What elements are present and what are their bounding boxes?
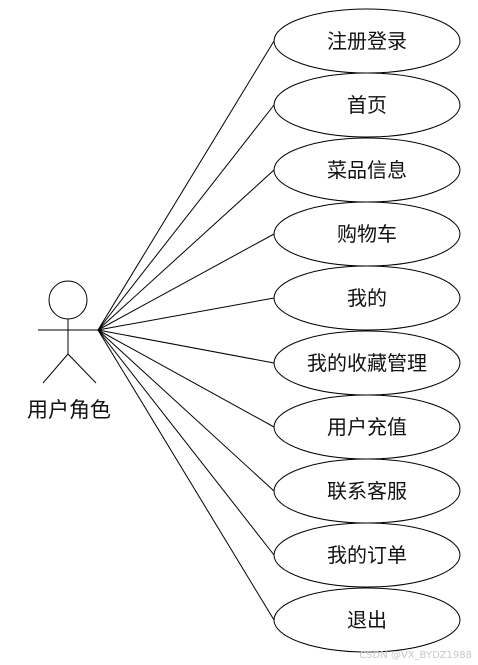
use-case-label: 用户充值 xyxy=(327,415,407,439)
use-case-label: 我的收藏管理 xyxy=(307,351,427,375)
association-line xyxy=(97,297,275,331)
use-case-label: 购物车 xyxy=(337,222,397,246)
use-case: 退出 xyxy=(273,587,461,653)
use-case-label: 菜品信息 xyxy=(327,158,407,182)
use-case: 我的收藏管理 xyxy=(273,330,461,396)
association-line xyxy=(97,233,275,331)
association-line xyxy=(97,329,275,364)
watermark: CSDN @VX_BYDZ1988 xyxy=(359,650,472,661)
association-line xyxy=(97,40,275,331)
use-case: 我的订单 xyxy=(273,522,461,588)
use-case-label: 退出 xyxy=(347,608,387,632)
use-case-label: 联系客服 xyxy=(327,479,407,503)
use-case: 菜品信息 xyxy=(273,137,461,203)
actor-head xyxy=(48,280,88,320)
associations xyxy=(97,40,275,621)
use-case-ellipse xyxy=(273,72,461,138)
use-case-label: 首页 xyxy=(347,93,387,117)
use-case: 注册登录 xyxy=(273,8,461,74)
association-line xyxy=(97,329,275,621)
use-case-ellipse xyxy=(273,522,461,588)
association-line xyxy=(97,104,275,331)
association-line xyxy=(97,329,275,556)
actor-left-leg xyxy=(42,353,69,384)
use-case: 我的 xyxy=(273,265,461,331)
use-case-label: 我的 xyxy=(347,286,387,310)
association-line xyxy=(97,169,275,331)
use-case-ellipse xyxy=(273,265,461,331)
actor-right-leg xyxy=(67,353,97,384)
association-line xyxy=(97,329,275,492)
use-case-ellipse xyxy=(273,587,461,653)
actor-label: 用户角色 xyxy=(27,398,111,422)
use-case-label: 注册登录 xyxy=(327,29,407,53)
actor-figure xyxy=(38,280,98,384)
use-case: 购物车 xyxy=(273,201,461,267)
use-case-label: 我的订单 xyxy=(327,543,407,567)
use-case: 用户充值 xyxy=(273,394,461,460)
use-case: 首页 xyxy=(273,72,461,138)
association-line xyxy=(97,329,275,428)
use-case: 联系客服 xyxy=(273,458,461,524)
